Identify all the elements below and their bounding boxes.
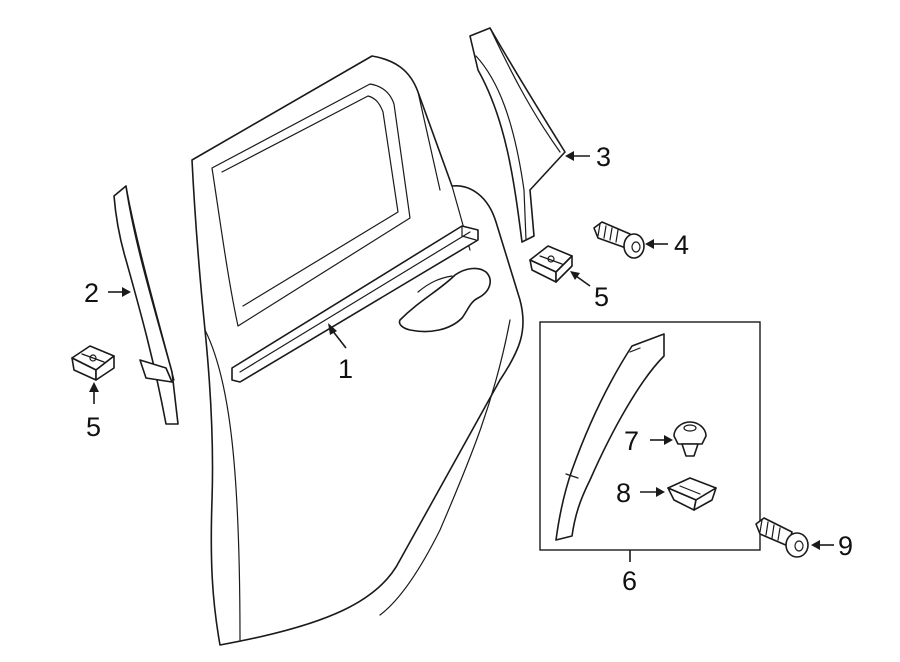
clip-part-5-left xyxy=(71,345,115,381)
clip-part-8 xyxy=(667,477,717,511)
push-pin-part-7 xyxy=(673,421,707,457)
callout-8: 8 xyxy=(616,478,631,508)
front-pillar-applique xyxy=(113,185,179,425)
callout-3: 3 xyxy=(596,142,611,172)
leader-2 xyxy=(108,287,131,297)
leader-5-left xyxy=(89,382,99,404)
part-6-box xyxy=(539,321,761,551)
rear-pillar-applique xyxy=(469,27,566,243)
callout-6: 6 xyxy=(622,566,637,596)
callout-2: 2 xyxy=(84,278,99,308)
leader-7 xyxy=(650,435,673,445)
leader-9 xyxy=(811,540,834,550)
screw-part-9 xyxy=(755,517,809,558)
callout-5-left: 5 xyxy=(86,412,101,442)
wheel-opening-molding xyxy=(555,333,665,541)
leader-3 xyxy=(565,151,590,161)
belt-molding xyxy=(231,225,479,383)
callout-5-right: 5 xyxy=(594,282,609,312)
clip-part-5-right xyxy=(529,245,573,283)
callout-4: 4 xyxy=(674,230,689,260)
callout-9: 9 xyxy=(838,531,853,561)
leader-5-right xyxy=(570,271,591,287)
rear-door xyxy=(191,55,524,646)
screw-part-4 xyxy=(593,221,645,259)
callout-1: 1 xyxy=(338,354,353,384)
callout-7: 7 xyxy=(624,426,639,456)
leader-1 xyxy=(328,323,347,349)
leader-8 xyxy=(640,487,665,497)
leader-4 xyxy=(645,239,668,249)
